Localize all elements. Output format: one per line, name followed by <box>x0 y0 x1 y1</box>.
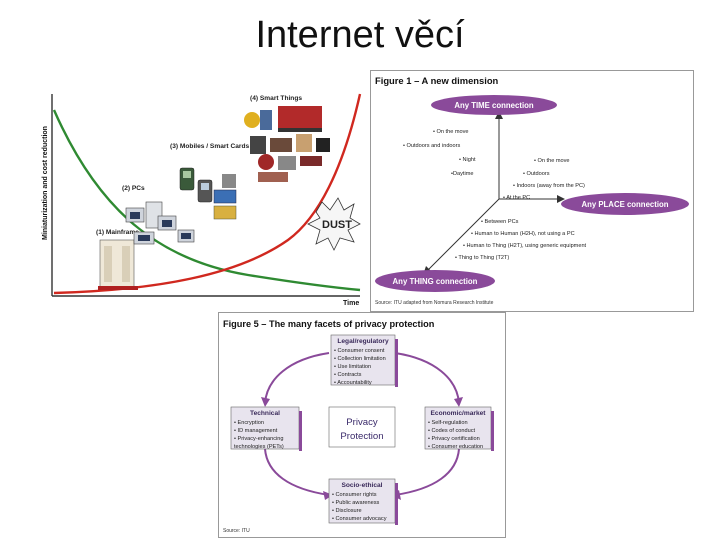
figure1-source: Source: ITU adapted from Nomura Research… <box>375 300 494 306</box>
time-item: •Daytime <box>451 171 473 177</box>
era-mainframe-label: (1) Mainframe <box>96 229 139 236</box>
growth-curve <box>53 93 362 295</box>
mobile-icon <box>179 167 237 220</box>
socio-ethical-box: Socio-ethical • Consumer rights • Public… <box>328 478 398 525</box>
place-item: • At the PC <box>503 195 530 201</box>
technical-box: Technical • Encryption • ID management •… <box>230 406 302 451</box>
svg-text:Legal/regulatory: Legal/regulatory <box>337 338 389 345</box>
thing-item: • Human to Thing (H2T), using generic eq… <box>463 243 587 249</box>
svg-text:Protection: Protection <box>340 431 383 442</box>
svg-text:• Contracts: • Contracts <box>334 372 362 378</box>
figure5-title: Figure 5 – The many facets of privacy pr… <box>223 319 435 329</box>
svg-text:• Consumer consent: • Consumer consent <box>334 348 385 354</box>
time-item: • Outdoors and indoors <box>403 143 461 149</box>
slide-title: Internet věcí <box>255 14 465 56</box>
smart-things-icon <box>244 106 330 182</box>
svg-text:Socio-ethical: Socio-ethical <box>341 482 382 489</box>
figure1-title: Figure 1 – A new dimension <box>375 75 499 86</box>
svg-text:• Consumer rights: • Consumer rights <box>332 492 377 498</box>
svg-text:• Privacy certification: • Privacy certification <box>428 436 480 442</box>
thing-item: • Thing to Thing (T2T) <box>455 255 509 261</box>
svg-text:DUST: DUST <box>322 219 352 231</box>
place-item: • Outdoors <box>523 171 550 177</box>
svg-text:• Use limitation: • Use limitation <box>334 364 371 370</box>
any-thing-label: Any THING connection <box>393 277 478 286</box>
legal-box: Legal/regulatory • Consumer consent • Co… <box>330 334 398 387</box>
evolution-image: Miniaturization and cost reduction Time … <box>38 90 366 308</box>
any-thing-ellipse <box>375 270 495 292</box>
any-place-ellipse <box>561 193 689 215</box>
era-pcs-label: (2) PCs <box>122 185 145 192</box>
y-axis-label: Miniaturization and cost reduction <box>42 126 49 240</box>
svg-text:• Disclosure: • Disclosure <box>332 508 362 514</box>
svg-text:Technical: Technical <box>250 410 280 417</box>
place-item: • On the move <box>534 158 570 164</box>
era-mobiles-label: (3) Mobiles / Smart Cards <box>170 143 249 150</box>
svg-text:technologies (PETs): technologies (PETs) <box>234 444 284 450</box>
svg-text:Privacy: Privacy <box>346 417 378 428</box>
thing-item: • Between PCs <box>481 219 519 225</box>
svg-text:• Public awareness: • Public awareness <box>332 500 380 506</box>
any-time-label: Any TIME connection <box>454 101 534 110</box>
svg-text:• Privacy-enhancing: • Privacy-enhancing <box>234 436 284 442</box>
thing-item: • Human to Human (H2H), not using a PC <box>471 231 575 237</box>
any-place-label: Any PLACE connection <box>581 200 668 209</box>
svg-text:• Self-regulation: • Self-regulation <box>428 420 468 426</box>
svg-text:• Consumer education: • Consumer education <box>428 444 483 450</box>
any-time-ellipse <box>431 95 557 115</box>
svg-text:• Codes of conduct: • Codes of conduct <box>428 428 475 434</box>
mainframe-icon <box>98 239 138 290</box>
svg-text:• Encryption: • Encryption <box>234 420 264 426</box>
svg-text:• Accountability: • Accountability <box>334 380 372 386</box>
svg-text:• Collection limitation: • Collection limitation <box>334 356 386 362</box>
time-item: • Night <box>459 157 476 163</box>
privacy-protection-box: Privacy Protection <box>328 406 396 448</box>
figure5-source: Source: ITU <box>223 528 250 534</box>
svg-text:Economic/market: Economic/market <box>431 410 487 417</box>
cost-curve <box>52 109 361 292</box>
svg-text:• Consumer advocacy: • Consumer advocacy <box>332 516 387 522</box>
figure1-panel: Figure 1 – A new dimension Any TIME conn… <box>370 70 694 312</box>
era-smart-things-label: (4) Smart Things <box>250 95 302 102</box>
figure5-panel: Figure 5 – The many facets of privacy pr… <box>218 312 506 538</box>
x-axis-label: Time <box>343 300 359 307</box>
dust-icon: DUST <box>307 197 361 251</box>
time-item: • On the move <box>433 129 469 135</box>
pc-icon <box>125 201 195 245</box>
svg-text:• ID management: • ID management <box>234 428 278 434</box>
economic-box: Economic/market • Self-regulation • Code… <box>424 406 494 451</box>
place-item: • Indoors (away from the PC) <box>513 183 585 189</box>
